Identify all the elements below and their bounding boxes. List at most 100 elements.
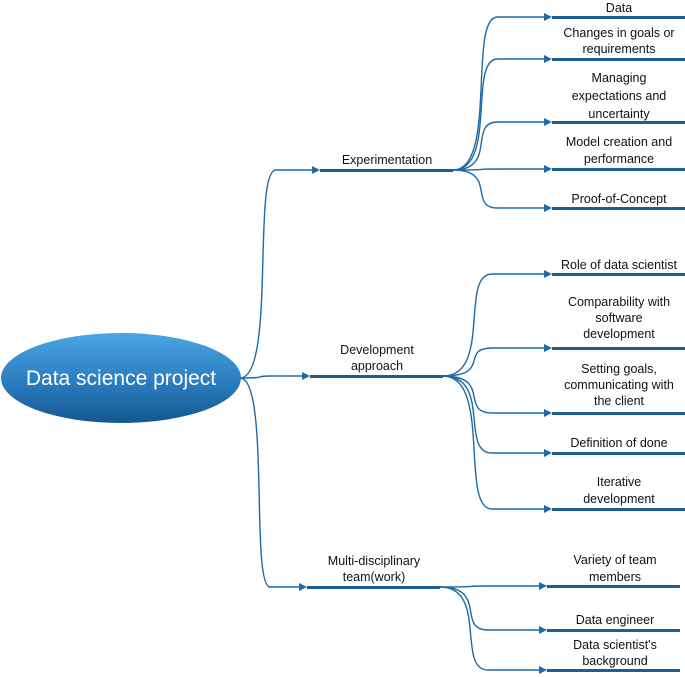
leaf-label-line-1: Comparability with	[568, 295, 670, 309]
branch-bar	[310, 375, 443, 378]
leaf-label: Proof-of-Concept	[571, 192, 667, 206]
leaf-label-line-2: background	[582, 654, 647, 668]
root-label: Data science project	[26, 367, 216, 390]
connector-arrowhead	[302, 372, 310, 380]
connector-development-leaf	[442, 347, 546, 377]
branch-label: Experimentation	[342, 153, 432, 167]
connector-arrowhead	[544, 449, 552, 457]
branch-experimentation[interactable]: Experimentation	[320, 153, 453, 172]
leaf-label: Variety of team members	[573, 553, 656, 584]
connector-arrowhead	[544, 55, 552, 63]
leaf-label-line-2: members	[589, 570, 641, 584]
leaf-label: Managing expectations and uncertainty	[572, 71, 667, 121]
leaf-bar	[552, 121, 685, 124]
leaf-bar	[552, 58, 685, 61]
leaf-label: Setting goals, communicating with the clie…	[564, 362, 674, 408]
leaf-label: Role of data scientist	[561, 258, 678, 272]
connector-development-leaf	[442, 375, 546, 414]
branch-bar	[320, 169, 453, 172]
leaf-managing-expectations[interactable]: Managing expectations and uncertainty	[552, 71, 685, 124]
leaf-label-line-1: Changes in goals or	[563, 26, 674, 40]
connector-team-leaf	[439, 586, 541, 671]
leaf-label-line-2: expectations and	[572, 89, 667, 103]
connector-arrowhead	[539, 666, 547, 674]
leaf-bar	[552, 347, 685, 350]
leaf-label: Data	[606, 1, 632, 15]
branch-label-line-1: Development	[340, 343, 414, 357]
leaf-setting-goals[interactable]: Setting goals, communicating with the clie…	[552, 362, 685, 415]
connector-development-leaf	[442, 273, 546, 377]
leaf-label-line-1: Model creation and	[566, 135, 672, 149]
leaf-role-of-data-scientist[interactable]: Role of data scientist	[552, 258, 685, 276]
connector-arrowhead	[539, 626, 547, 634]
connector-arrowhead	[312, 166, 320, 174]
connector-arrowhead	[544, 204, 552, 212]
connector-team-leaf	[439, 586, 541, 631]
leaf-bar	[552, 412, 685, 415]
branch-label-line-1: Multi-disciplinary	[328, 554, 421, 568]
leaf-bar	[552, 207, 685, 210]
connector-team-leaf	[439, 585, 541, 588]
leaf-bar	[552, 168, 685, 171]
connector-development-leaf	[442, 375, 546, 510]
connector-arrowhead	[299, 583, 307, 591]
leaf-model-creation[interactable]: Model creation and performance	[552, 135, 685, 171]
leaf-label-line-1: Data scientist's	[573, 638, 657, 652]
root-ellipse	[1, 333, 241, 423]
leaf-variety-of-team-members[interactable]: Variety of team members	[547, 553, 680, 588]
leaf-label-line-1: Iterative	[597, 475, 642, 489]
leaf-bar	[552, 452, 685, 455]
connector-experimentation-leaf	[452, 169, 546, 209]
leaf-label-line-1: Setting goals,	[581, 362, 657, 376]
leaf-bar	[552, 508, 685, 511]
leaf-bar	[552, 273, 685, 276]
connector-root-experimentation	[239, 169, 314, 379]
connector-arrowhead	[544, 344, 552, 352]
branch-label-line-2: approach	[351, 359, 403, 373]
leaf-label-line-1: Managing	[592, 71, 647, 85]
branch-label: Development approach	[340, 343, 414, 373]
leaf-bar	[547, 669, 680, 672]
leaf-comparability[interactable]: Comparability with software development	[552, 295, 685, 350]
leaf-changes-in-goals[interactable]: Changes in goals or requirements	[552, 26, 685, 61]
leaf-label-line-2: software	[595, 311, 642, 325]
connector-experimentation-leaf	[452, 168, 546, 171]
leaf-bar	[552, 16, 685, 19]
connector-arrowhead	[539, 582, 547, 590]
leaf-label-line-2: performance	[584, 152, 654, 166]
leaf-definition-of-done[interactable]: Definition of done	[552, 436, 685, 455]
leaf-label: Comparability with software development	[568, 295, 670, 341]
leaf-bar	[547, 629, 680, 632]
leaf-label-line-2: communicating with	[564, 378, 674, 392]
connector-experimentation-leaf	[452, 16, 546, 171]
connector-arrowhead	[544, 270, 552, 278]
connector-development-leaf	[442, 375, 546, 454]
leaf-label: Data scientist's background	[573, 638, 657, 668]
leaf-data-engineer[interactable]: Data engineer	[547, 613, 680, 632]
leaf-label-line-3: development	[583, 327, 655, 341]
leaf-label: Data engineer	[576, 613, 655, 627]
connector-arrowhead	[544, 13, 552, 21]
leaf-label-line-3: the client	[594, 394, 645, 408]
leaf-bar	[547, 585, 680, 588]
connector-root-team	[239, 377, 301, 588]
leaf-data[interactable]: Data	[552, 1, 685, 19]
connector-arrowhead	[544, 118, 552, 126]
root-node[interactable]: Data science project	[1, 333, 241, 423]
connector-experimentation-leaf	[452, 121, 546, 171]
connector-arrowhead	[544, 165, 552, 173]
leaf-label-line-2: requirements	[583, 42, 656, 56]
leaf-label-line-1: Variety of team	[573, 553, 656, 567]
branch-development-approach[interactable]: Development approach	[310, 343, 443, 378]
leaf-label-line-3: uncertainty	[588, 107, 650, 121]
leaf-label: Changes in goals or requirements	[563, 26, 674, 56]
connector-root-development	[239, 375, 304, 379]
branch-bar	[307, 586, 440, 589]
leaf-data-scientists-background[interactable]: Data scientist's background	[547, 638, 680, 672]
leaf-proof-of-concept[interactable]: Proof-of-Concept	[552, 192, 685, 210]
